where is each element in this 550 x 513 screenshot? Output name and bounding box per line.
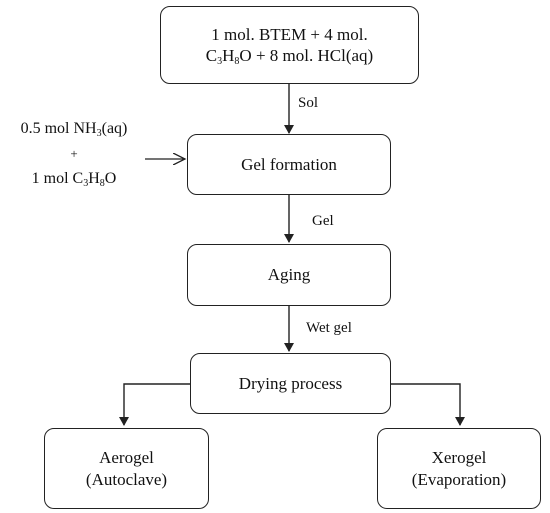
gel-label: Gel (312, 213, 334, 229)
aerogel-line-2: (Autoclave) (85, 469, 168, 489)
start-line-1: 1 mol. BTEM + 4 mol. (211, 24, 368, 44)
additive-line-1: 0.5 mol NH3(aq) (20, 120, 128, 139)
aging-box: Aging (187, 244, 391, 306)
xerogel-line-2: (Evaporation) (411, 469, 507, 489)
drying-process-text: Drying process (238, 373, 343, 393)
gel-formation-text: Gel formation (241, 154, 337, 174)
arrow-drying-to-xerogel (391, 383, 465, 426)
additive-line-3: 1 mol C3H8O (31, 169, 117, 189)
start-line-2: C3H8O + 8 mol. HCl(aq) (205, 46, 374, 67)
start-reactants-box: 1 mol. BTEM + 4 mol. C3H8O + 8 mol. HCl(… (160, 6, 419, 84)
gel-formation-box: Gel formation (187, 134, 391, 195)
aerogel-line-1: Aerogel (99, 448, 154, 468)
aging-text: Aging (267, 265, 311, 285)
additive-reagents: 0.5 mol NH3(aq) + 1 mol C3H8O (4, 114, 144, 194)
wet-gel-label: Wet gel (306, 320, 352, 336)
additive-plus: + (70, 146, 78, 162)
drying-process-box: Drying process (190, 353, 391, 414)
sol-label: Sol (298, 95, 319, 111)
xerogel-line-1: Xerogel (431, 448, 487, 468)
xerogel-box: Xerogel (Evaporation) (377, 428, 541, 509)
arrow-drying-to-aerogel (119, 383, 190, 426)
aerogel-box: Aerogel (Autoclave) (44, 428, 209, 509)
